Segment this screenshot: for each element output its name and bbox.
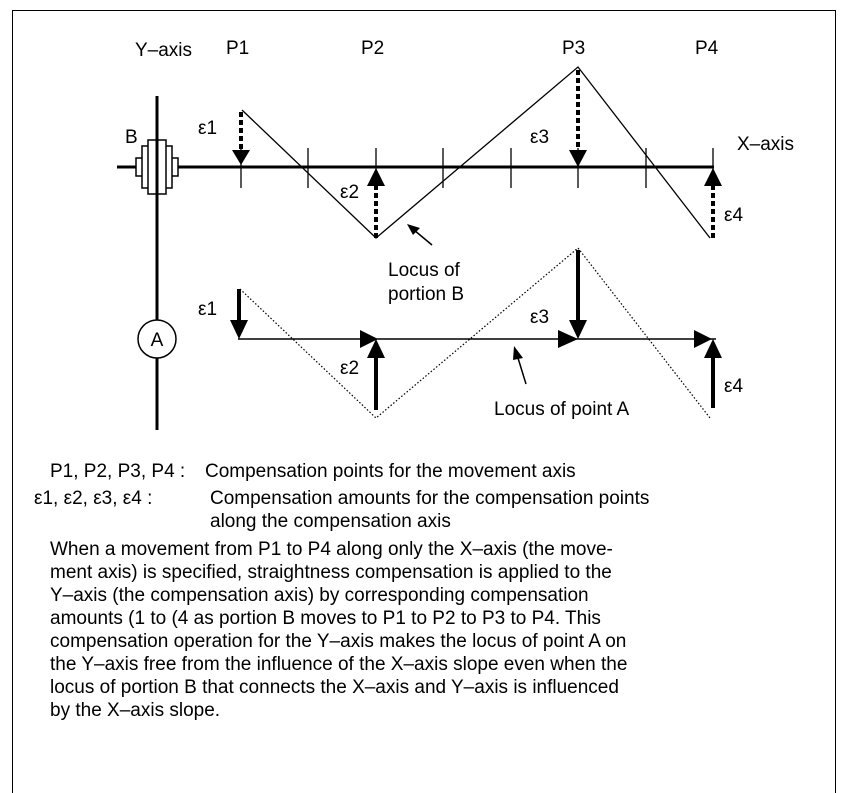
paragraph-line-3: Y–axis (the compensation axis) by corres… bbox=[50, 585, 589, 606]
lower-compensation-arrows bbox=[230, 250, 722, 410]
point-a-label: A bbox=[151, 330, 164, 351]
legend-eps-desc-2: along the compensation axis bbox=[210, 511, 451, 532]
locus-b-pointer-arrow bbox=[407, 224, 433, 246]
upper-epsilon-2: ε2 bbox=[340, 182, 359, 203]
legend-points-desc: Compensation points for the movement axi… bbox=[205, 461, 576, 482]
figure-frame bbox=[12, 10, 836, 793]
upper-compensation-arrows bbox=[232, 70, 722, 238]
x-axis-label: X–axis bbox=[737, 134, 794, 155]
locus-b-zigzag bbox=[241, 66, 711, 239]
paragraph-line-1: When a movement from P1 to P4 along only… bbox=[50, 539, 613, 560]
locus-a-label: Locus of point A bbox=[494, 399, 630, 420]
paragraph-line-8: by the X–axis slope. bbox=[50, 700, 221, 721]
lower-epsilon-3: ε3 bbox=[530, 307, 549, 328]
locus-b-label-line-2: portion B bbox=[388, 284, 464, 305]
point-p4-label: P4 bbox=[695, 38, 719, 59]
point-p3-label: P3 bbox=[562, 38, 585, 59]
locus-a-pointer-arrow bbox=[513, 346, 527, 385]
portion-b-label: B bbox=[125, 127, 138, 148]
lower-dotted-zigzag bbox=[239, 247, 711, 419]
locus-b-label-line-1: Locus of bbox=[388, 260, 461, 281]
lower-epsilon-1: ε1 bbox=[198, 299, 217, 320]
point-p2-label: P2 bbox=[361, 38, 384, 59]
point-a-circle bbox=[137, 319, 177, 359]
legend-points-key: P1, P2, P3, P4 : bbox=[50, 461, 186, 482]
legend-eps-key: ε1, ε2, ε3, ε4 : bbox=[34, 488, 153, 509]
paragraph-line-2: ment axis) is specified, straightness co… bbox=[50, 562, 612, 583]
lower-epsilon-2: ε2 bbox=[340, 358, 359, 379]
paragraph-line-5: compensation operation for the Y–axis ma… bbox=[50, 631, 627, 652]
paragraph-line-6: the Y–axis free from the influence of th… bbox=[50, 654, 628, 675]
upper-epsilon-4: ε4 bbox=[724, 205, 743, 226]
locus-a-line-arrowheads bbox=[360, 330, 712, 348]
point-p1-label: P1 bbox=[226, 38, 249, 59]
y-axis-label: Y–axis bbox=[135, 40, 192, 61]
upper-epsilon-1: ε1 bbox=[198, 118, 217, 139]
upper-epsilon-3: ε3 bbox=[530, 127, 549, 148]
paragraph-line-4: amounts (1 to (4 as portion B moves to P… bbox=[50, 608, 601, 629]
explanation-paragraph: When a movement from P1 to P4 along only… bbox=[50, 538, 800, 722]
paragraph-line-7: locus of portion B that connects the X–a… bbox=[50, 677, 619, 698]
lower-epsilon-4: ε4 bbox=[724, 376, 743, 397]
legend-eps-desc-1: Compensation amounts for the compensatio… bbox=[210, 488, 650, 509]
